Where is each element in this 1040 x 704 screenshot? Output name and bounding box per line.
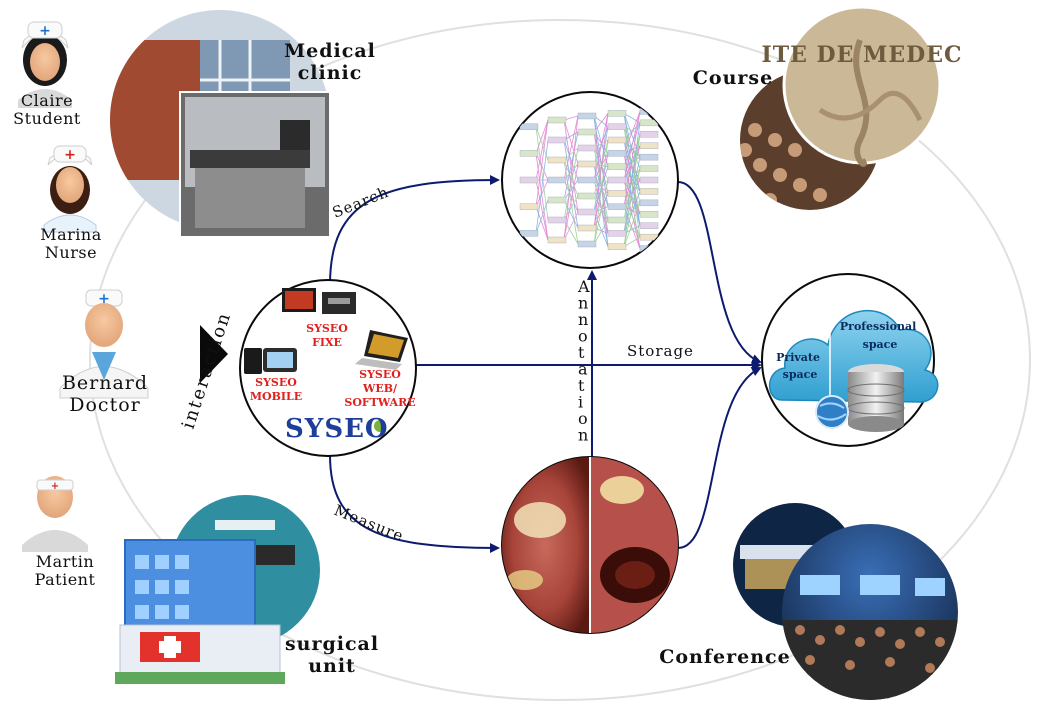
endoscopy-image	[501, 456, 679, 634]
course-image: ITE DE MEDEC	[740, 5, 962, 210]
surgical-unit-label: surgical unit	[282, 633, 382, 678]
search-arrow	[329, 175, 500, 286]
private-space-label: Private space	[776, 351, 824, 381]
measure-arrow	[329, 454, 500, 553]
cloud-storage-image	[761, 273, 939, 447]
claire-role: Student	[13, 109, 81, 129]
svg-text:+: +	[39, 23, 51, 39]
syseo-web-line1: SYSEO	[359, 368, 401, 381]
background-ellipse	[89, 19, 1031, 701]
svg-text:+: +	[98, 291, 110, 307]
marina-name: Marina	[40, 225, 102, 244]
top-to-storage-arrow	[677, 181, 762, 364]
conference-image	[733, 503, 958, 700]
annotation-graph-image	[501, 91, 679, 269]
bottom-to-storage-arrow	[677, 367, 762, 549]
syseo-web-label: SYSEO WEB/ SOFTWARE	[340, 368, 420, 409]
syseo-fixe-line1: SYSEO	[306, 322, 348, 335]
syseo-devices-image	[239, 279, 417, 457]
surgical-unit-image	[115, 495, 320, 684]
martin-patient-icon: +	[22, 476, 88, 552]
storage-label: Storage	[627, 342, 694, 360]
svg-text:+: +	[64, 147, 76, 163]
claire-student-icon: +	[18, 21, 72, 108]
syseo-mobile-line1: SYSEO	[255, 376, 297, 389]
marina-nurse-icon: +	[43, 145, 97, 233]
bernard-role: Doctor	[69, 393, 141, 416]
claire-label: Claire Student	[12, 91, 82, 129]
syseo-fixe-label: SYSEO FIXE	[292, 322, 362, 350]
syseo-fixe-line2: FIXE	[312, 335, 342, 349]
surgical-unit-line2: unit	[308, 654, 356, 677]
bernard-name: Bernard	[61, 372, 149, 394]
martin-name: Martin	[35, 552, 95, 571]
martin-label: Martin Patient	[25, 552, 105, 590]
medical-clinic-image	[110, 10, 331, 238]
surgical-unit-line1: surgical	[284, 633, 380, 655]
bernard-doctor-icon: +	[59, 289, 149, 399]
marina-role: Nurse	[44, 243, 98, 263]
martin-role: Patient	[34, 570, 96, 590]
course-sign-text: ITE DE MEDEC	[761, 42, 962, 68]
medical-clinic-label: Medical clinic	[280, 40, 380, 85]
syseo-web-line3: SOFTWARE	[344, 395, 416, 409]
syseo-mobile-label: SYSEO MOBILE	[245, 376, 307, 404]
medical-clinic-line1: Medical	[284, 40, 376, 62]
professional-space-label: Professional space	[840, 320, 920, 351]
syseo-logo: SYSEO	[285, 414, 389, 444]
search-label: Search	[330, 183, 392, 222]
course-label: Course	[692, 67, 774, 89]
syseo-web-line2: WEB/	[362, 381, 398, 395]
claire-name: Claire	[20, 91, 74, 110]
measure-label: Measure	[332, 501, 407, 545]
interaction-arrow	[200, 325, 228, 383]
svg-text:+: +	[51, 481, 59, 492]
bernard-label: Bernard Doctor	[55, 372, 155, 417]
interaction-label: interaction	[178, 309, 236, 432]
syseo-mobile-line2: MOBILE	[249, 389, 303, 403]
marina-label: Marina Nurse	[36, 225, 106, 263]
medical-clinic-line2: clinic	[297, 61, 363, 84]
conference-label: Conference	[659, 646, 791, 668]
